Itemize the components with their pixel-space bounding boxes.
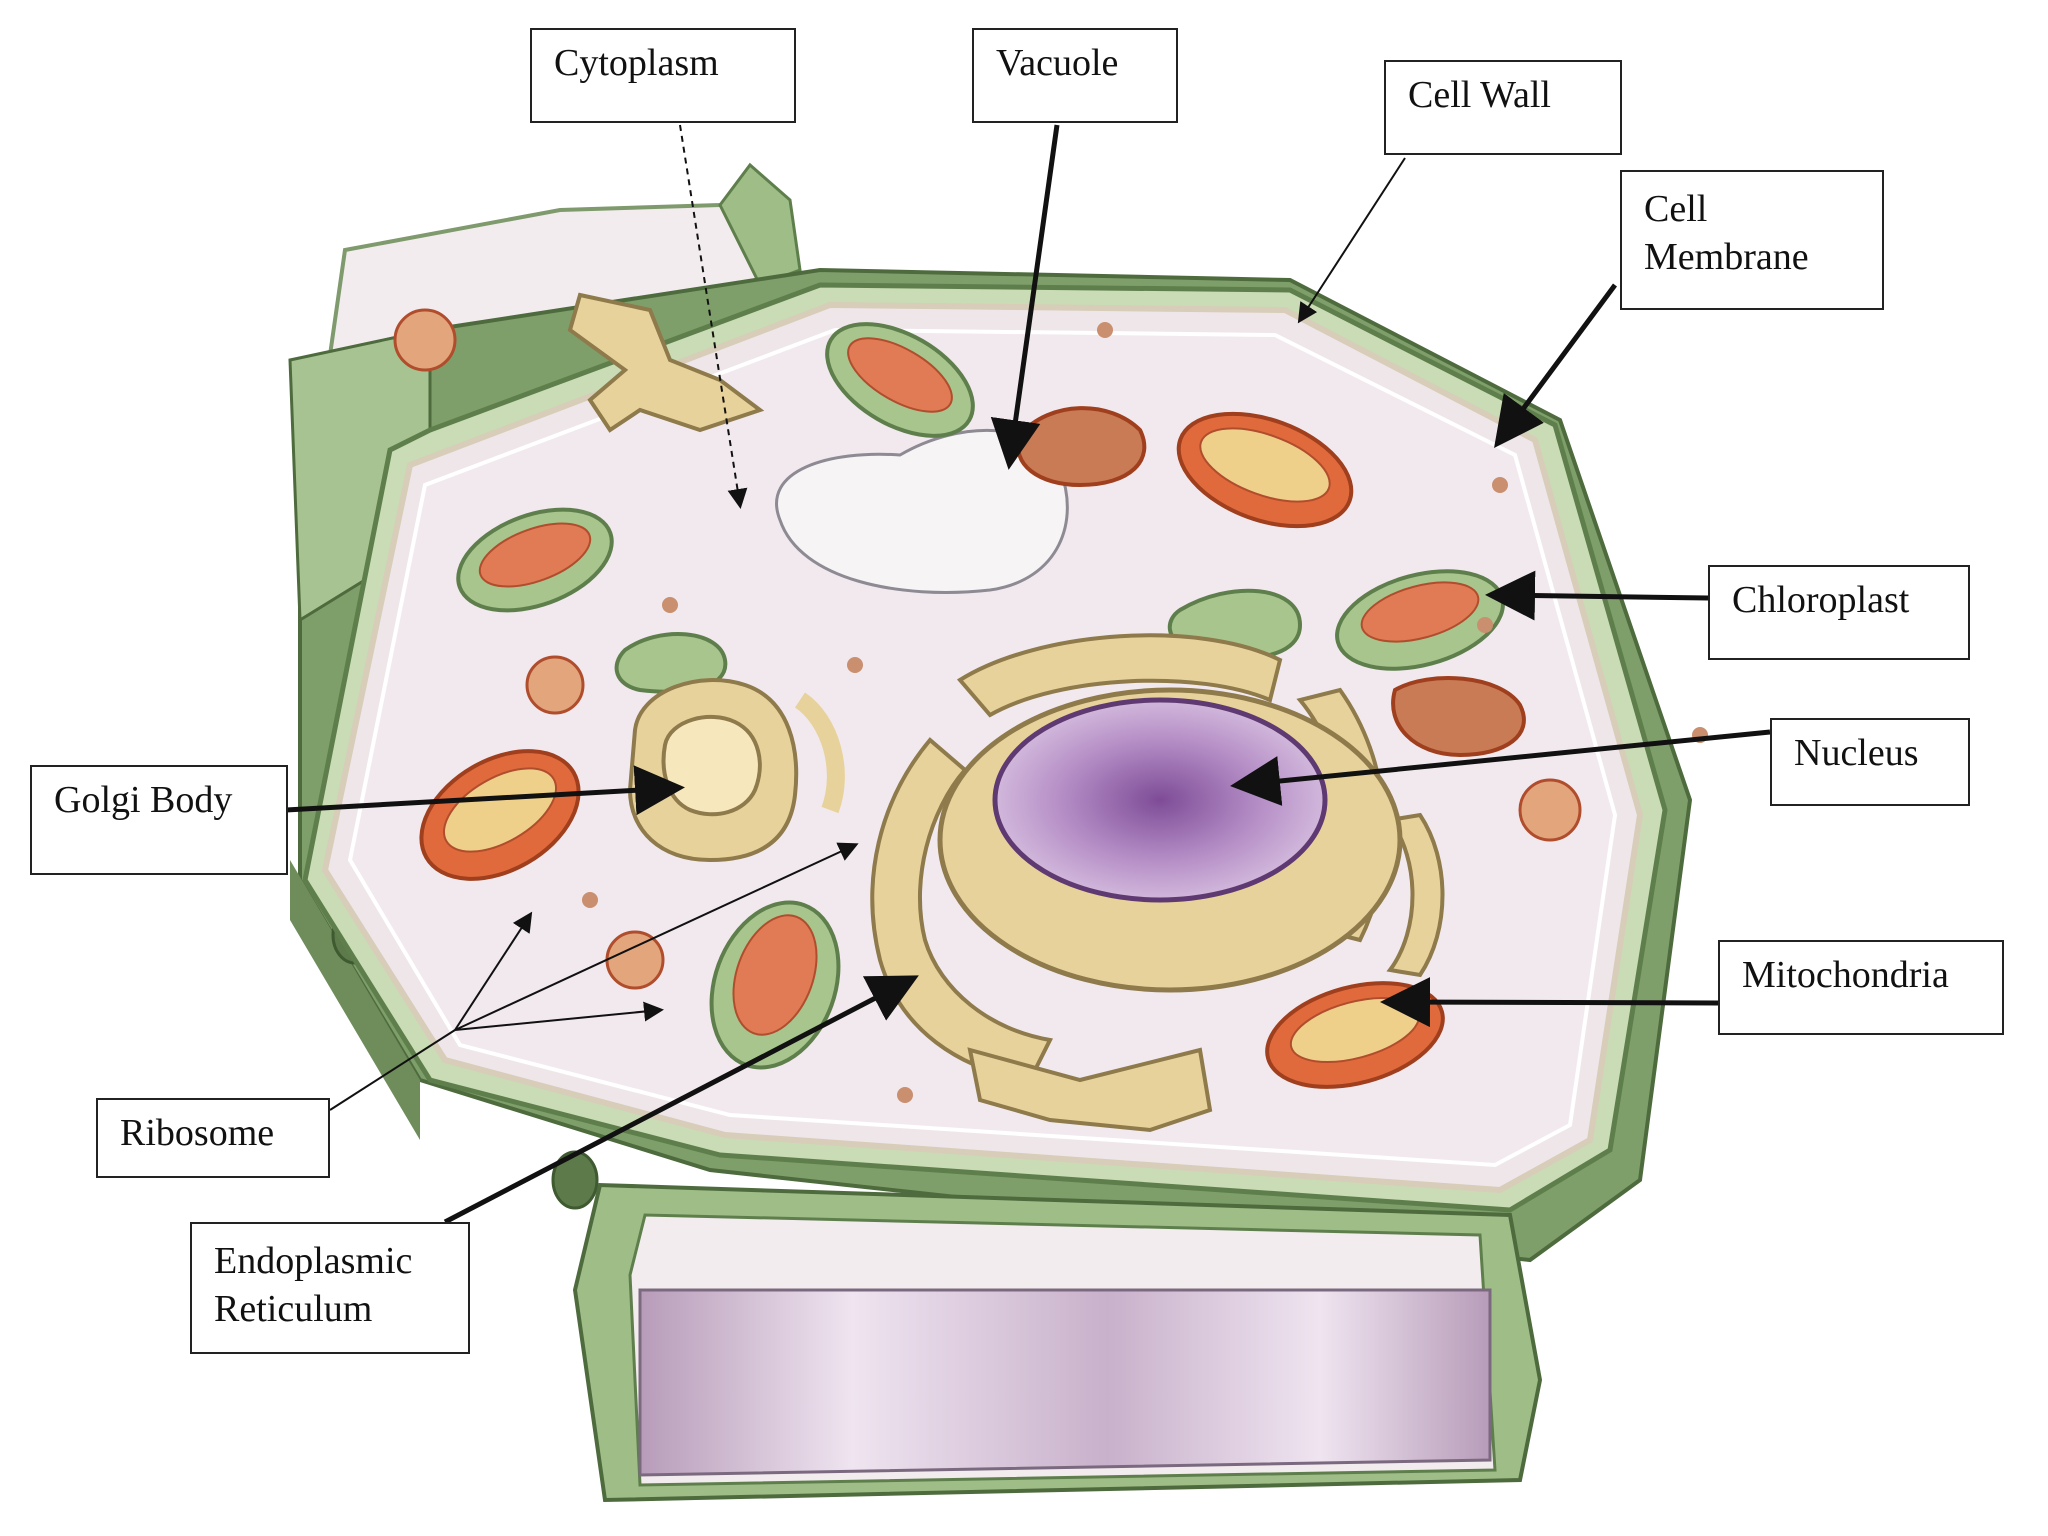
label-text-vacuole: Vacuole xyxy=(996,42,1119,84)
chloroplast-3 xyxy=(1335,569,1505,671)
nucleus xyxy=(992,697,1328,903)
chloroplast-1 xyxy=(456,507,614,613)
mitochondria-group xyxy=(419,406,1526,1089)
label-nucleus: Nucleus xyxy=(1770,718,1970,806)
label-text-cytoplasm: Cytoplasm xyxy=(554,42,719,84)
label-cell-wall: Cell Wall xyxy=(1384,60,1622,155)
cell-wall-front-cut xyxy=(572,1182,1543,1503)
label-text-cell-membrane-line-2: Membrane xyxy=(1644,235,1809,278)
label-text-ribosome: Ribosome xyxy=(120,1112,275,1154)
nucleus-group xyxy=(937,687,1403,993)
label-text-chloroplast: Chloroplast xyxy=(1732,579,1910,621)
label-endoplasmic-reticulum: Endoplasmic Reticulum xyxy=(190,1222,470,1354)
leader-lines xyxy=(285,124,1771,1225)
cytoskeleton-piece xyxy=(567,292,765,433)
label-text-cell-membrane-line-1: Cell xyxy=(1644,188,1708,230)
mitochondrion-4 xyxy=(1016,406,1147,488)
label-text-cell-wall: Cell Wall xyxy=(1408,74,1551,116)
endoplasmic-reticulum-leader xyxy=(443,975,919,1225)
cell-membrane-leader xyxy=(1494,283,1618,449)
chloroplast-4 xyxy=(709,900,841,1070)
label-text-golgi-body: Golgi Body xyxy=(54,779,233,821)
label-text-nucleus: Nucleus xyxy=(1794,732,1919,774)
ribosomes xyxy=(582,322,1708,1103)
label-mitochondria: Mitochondria xyxy=(1718,940,2004,1035)
nucleus-leader xyxy=(1230,729,1771,806)
label-text-er-line-1: Endoplasmic xyxy=(214,1240,413,1282)
label-chloroplast: Chloroplast xyxy=(1708,565,1970,660)
golgi-body-leader xyxy=(285,765,685,816)
vesicles xyxy=(393,308,1582,990)
golgi-body xyxy=(627,678,845,863)
label-golgi-body: Golgi Body xyxy=(30,765,288,875)
label-text-mitochondria: Mitochondria xyxy=(1742,954,1949,996)
chloroplast-2 xyxy=(825,322,975,438)
mitochondrion-3 xyxy=(1265,981,1445,1089)
vacuole-leader xyxy=(990,124,1060,470)
cytoplasm-leader xyxy=(679,124,748,509)
mitochondrion-1 xyxy=(1176,411,1354,529)
label-cell-membrane: Cell Membrane xyxy=(1620,170,1884,310)
cell-wall-leader xyxy=(1297,157,1406,324)
chloroplast-leader xyxy=(1485,570,1709,621)
label-ribosome: Ribosome xyxy=(96,1098,330,1178)
ribosome-leaders xyxy=(329,842,859,1111)
label-text-er-line-2: Reticulum xyxy=(214,1287,373,1330)
mitochondria-leader xyxy=(1380,977,1719,1028)
label-cytoplasm: Cytoplasm xyxy=(530,28,796,123)
mitochondrion-5 xyxy=(1391,676,1526,758)
mitochondrion-2 xyxy=(419,749,581,881)
label-vacuole: Vacuole xyxy=(972,28,1178,123)
